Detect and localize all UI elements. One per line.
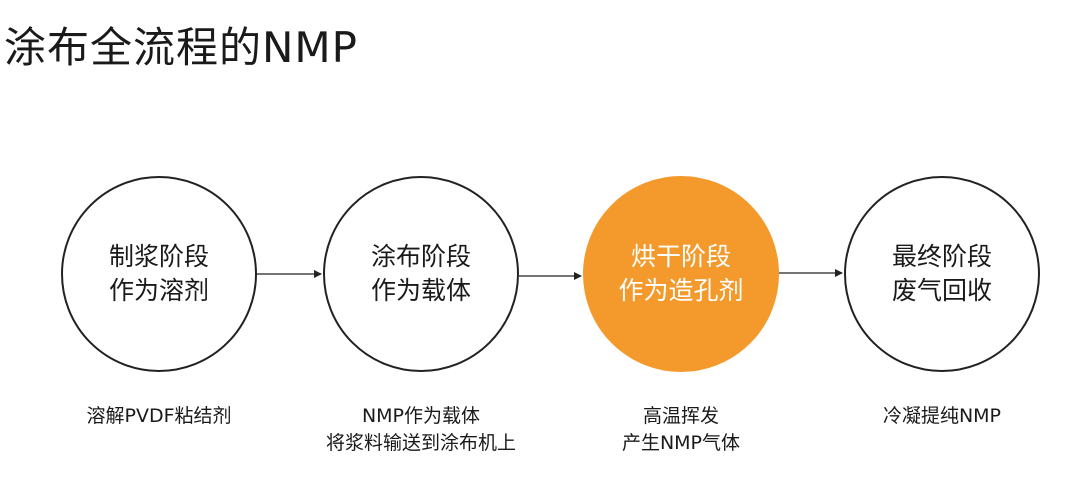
description-line: 高温挥发 (642, 405, 719, 427)
stage-description-coating: NMP作为载体 将浆料输送到涂布机上 (291, 403, 551, 457)
description-line: 将浆料输送到涂布机上 (325, 432, 516, 454)
stage-role: 作为溶剂 (108, 276, 209, 305)
description-line: NMP作为载体 (361, 405, 481, 427)
description-line: 冷凝提纯NMP (882, 405, 1002, 427)
stage-description-final: 冷凝提纯NMP (812, 403, 1072, 430)
stage-circle-coating: 涂布阶段 作为载体 (323, 176, 519, 372)
stage-role: 作为载体 (370, 276, 471, 305)
stage-title: 最终阶段 (891, 242, 992, 271)
description-line: 产生NMP气体 (621, 432, 741, 454)
stage-title: 烘干阶段 (630, 242, 731, 271)
stage-circle-drying: 烘干阶段 作为造孔剂 (583, 176, 779, 372)
stage-title: 制浆阶段 (108, 242, 209, 271)
stage-circle-final: 最终阶段 废气回收 (844, 176, 1040, 372)
description-line: 溶解PVDF粘结剂 (86, 405, 232, 427)
stage-role: 作为造孔剂 (618, 276, 744, 305)
stage-role: 废气回收 (891, 276, 992, 305)
stage-circle-pulping: 制浆阶段 作为溶剂 (61, 176, 257, 372)
stage-description-drying: 高温挥发 产生NMP气体 (551, 403, 811, 457)
page-title: 涂布全流程的NMP (4, 23, 358, 72)
stage-title: 涂布阶段 (370, 242, 471, 271)
stage-description-pulping: 溶解PVDF粘结剂 (29, 403, 289, 430)
